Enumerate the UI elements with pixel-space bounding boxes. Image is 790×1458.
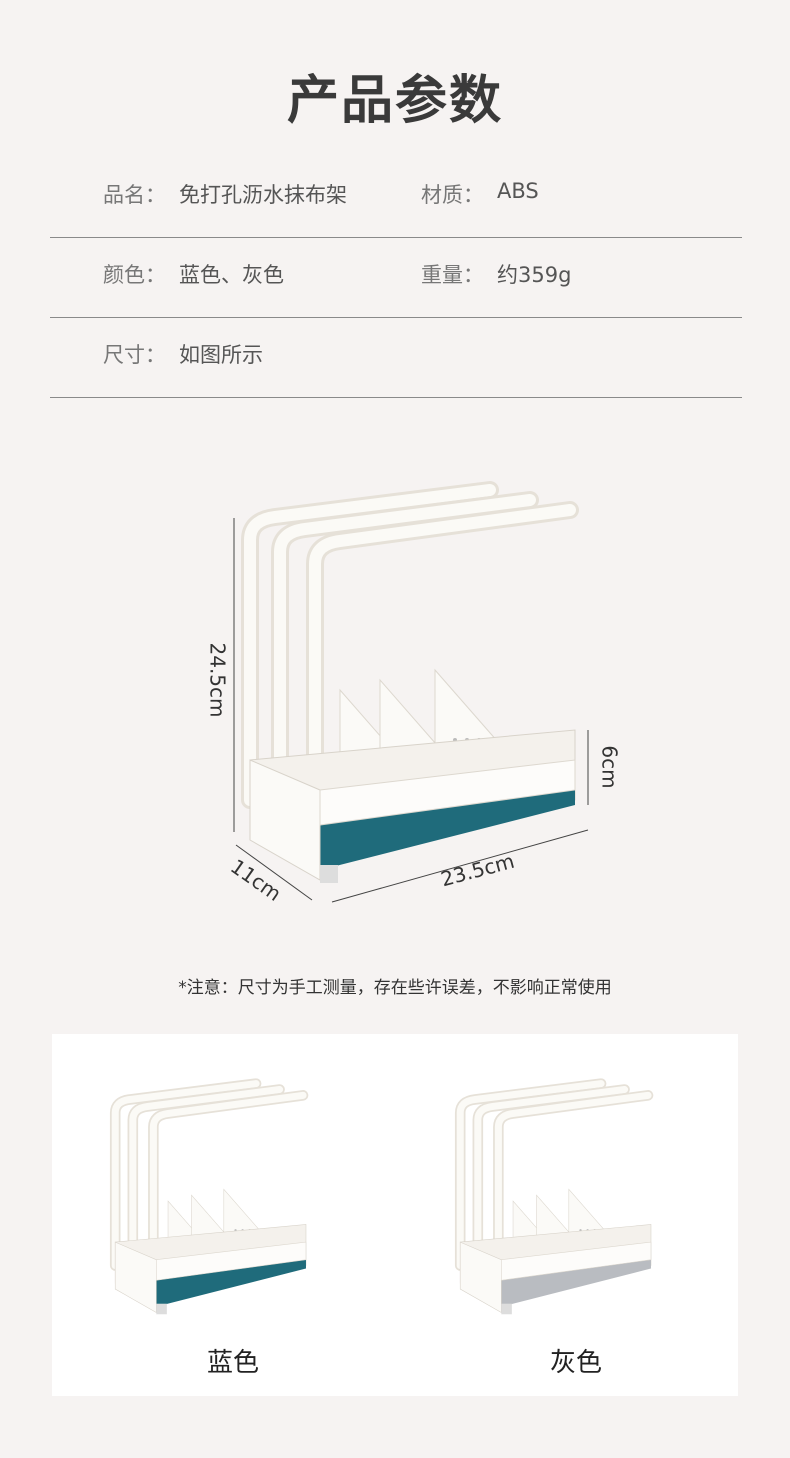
rod-highlight bbox=[149, 1091, 307, 1270]
foot bbox=[501, 1303, 512, 1315]
spec-label: 品名： bbox=[103, 183, 166, 207]
spec-value: 蓝色、灰色 bbox=[179, 263, 284, 287]
spec-label: 重量： bbox=[421, 263, 484, 287]
variant-label-blue[interactable]: 蓝色 bbox=[206, 1348, 259, 1378]
foot bbox=[320, 865, 338, 883]
variant-image-gray[interactable] bbox=[445, 1066, 675, 1336]
spec-label: 尺寸： bbox=[103, 343, 166, 367]
rod-highlight bbox=[494, 1091, 652, 1270]
spec-label: 材质： bbox=[421, 183, 484, 207]
base-front bbox=[319, 759, 576, 826]
base-height-dimension: 6cm bbox=[597, 745, 622, 789]
rod-highlight bbox=[309, 504, 576, 806]
base-front bbox=[156, 1241, 307, 1281]
spec-value: 免打孔沥水抹布架 bbox=[179, 183, 347, 207]
product-image-main bbox=[241, 481, 579, 883]
spec-row: 尺寸： 如图所示 bbox=[50, 317, 742, 398]
measurement-note: *注意：尺寸为手工测量，存在些许误差，不影响正常使用 bbox=[178, 978, 612, 998]
variant-image-blue[interactable] bbox=[100, 1066, 330, 1336]
rod-highlight bbox=[274, 494, 536, 806]
drawer-stripe bbox=[320, 790, 575, 870]
rod-highlight bbox=[244, 484, 496, 806]
spec-value: 约359g bbox=[497, 263, 572, 287]
foot bbox=[156, 1303, 167, 1315]
spec-value: 如图所示 bbox=[179, 343, 263, 367]
dimension-lines bbox=[233, 518, 589, 903]
drawer-stripe bbox=[156, 1259, 306, 1307]
base-front bbox=[501, 1241, 652, 1281]
page-title: 产品参数 bbox=[286, 71, 503, 131]
spec-value: ABS bbox=[497, 179, 539, 203]
spec-label: 颜色： bbox=[103, 263, 166, 287]
rod-highlight bbox=[111, 1080, 260, 1270]
drawer-stripe bbox=[501, 1259, 651, 1307]
rod-highlight bbox=[129, 1085, 284, 1270]
rod-highlight bbox=[474, 1085, 629, 1270]
rod-highlight bbox=[456, 1080, 605, 1270]
spec-row: 品名： 免打孔沥水抹布架 材质： ABS bbox=[50, 157, 742, 238]
variant-label-gray[interactable]: 灰色 bbox=[549, 1348, 602, 1378]
spec-row: 颜色： 蓝色、灰色 重量： 约359g bbox=[50, 237, 742, 318]
height-dimension: 24.5cm bbox=[205, 642, 230, 718]
